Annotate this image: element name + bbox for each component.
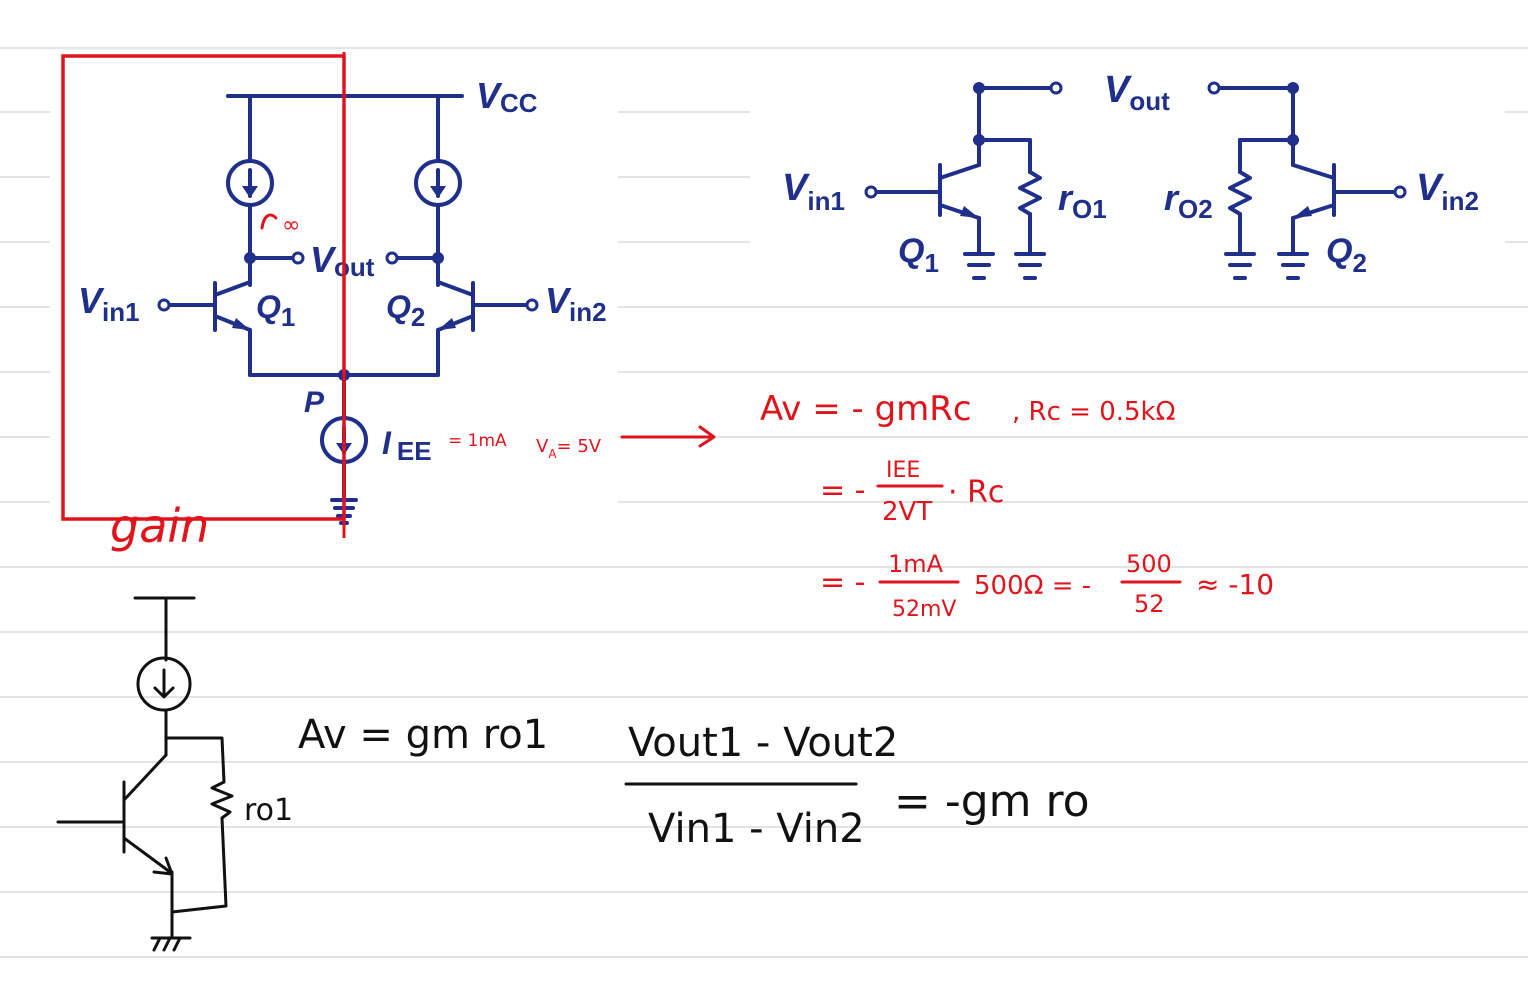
fraction-numerator: Vout1 - Vout2 xyxy=(628,720,898,766)
eq-line1-note: , Rc = 0.5kΩ xyxy=(1012,397,1175,427)
ground-icon xyxy=(1014,252,1046,280)
p-label: P xyxy=(304,386,325,419)
vin2-terminal xyxy=(525,298,539,312)
half-vin1-label: V xyxy=(782,167,810,209)
ground-icon xyxy=(150,936,192,952)
vcc-label: V xyxy=(476,75,503,116)
eq-line2-den: 2VT xyxy=(882,497,932,527)
highlight-box xyxy=(61,54,346,521)
svg-text:Q1: Q1 xyxy=(256,289,295,332)
eq-line3-den: 52mV xyxy=(892,597,956,622)
eq-line2-suffix: · Rc xyxy=(948,475,1004,510)
svg-text:Vin1: Vin1 xyxy=(78,280,140,327)
half-circuit: Vout Vin1 Vin2 rO1 rO2 Q1 Q2 xyxy=(782,69,1479,280)
hand-resistor-icon xyxy=(210,780,234,820)
half-q2-label: Q xyxy=(1326,232,1352,270)
left-current-arrow-icon xyxy=(242,186,258,198)
hand-ro1-label: ro1 xyxy=(244,793,293,828)
ro1-label: r xyxy=(1058,177,1074,218)
ground-icon xyxy=(1224,252,1256,280)
vin1-label: V xyxy=(78,280,105,321)
fraction-denominator: Vin1 - Vin2 xyxy=(648,806,865,852)
av-equation: Av = gm ro1 xyxy=(298,712,548,758)
vin1-terminal xyxy=(157,298,171,312)
q2-emitter-arrow-icon xyxy=(438,318,456,330)
half-vout-terminal-right xyxy=(1207,81,1221,95)
q2-label: Q xyxy=(386,289,411,325)
svg-text:rO2: rO2 xyxy=(1164,177,1213,224)
svg-text:Vout: Vout xyxy=(310,239,375,282)
gain-label: gain xyxy=(110,499,209,553)
svg-text:VA= 5V: VA= 5V xyxy=(536,436,602,461)
iee-label: I xyxy=(382,425,392,461)
eq-line2-prefix: = - xyxy=(820,473,866,508)
svg-text:IEE: IEE xyxy=(382,425,432,466)
svg-text:Vout: Vout xyxy=(1104,69,1170,116)
fraction-result: = -gm ro xyxy=(894,776,1090,827)
hand-current-source-icon xyxy=(136,656,192,712)
svg-text:rO1: rO1 xyxy=(1058,177,1107,224)
half-vin2-label: V xyxy=(1416,167,1444,209)
eq-line3-prefix: = - xyxy=(820,565,866,600)
hand-drawn-circuit: ro1 xyxy=(56,596,293,952)
half-vout-label: V xyxy=(1104,69,1132,111)
va-label: V xyxy=(536,436,549,457)
eq-line1: Av = - gmRc xyxy=(760,389,972,429)
red-annotations: ∞ = 1mA VA= 5V gain xyxy=(61,52,716,553)
infinity-arrow-icon xyxy=(260,213,278,230)
bottom-equations: Av = gm ro1 Vout1 - Vout2 Vin1 - Vin2 = … xyxy=(298,712,1090,852)
arrow-head-icon xyxy=(698,425,716,448)
gain-equations: Av = - gmRc , Rc = 0.5kΩ = - IEE 2VT · R… xyxy=(760,389,1274,622)
eq-line3-num2: 500 xyxy=(1126,550,1172,578)
vout-terminal-left xyxy=(291,251,305,265)
q1-emitter-arrow-icon xyxy=(232,318,250,330)
eq-line2-num: IEE xyxy=(886,458,920,483)
eq-line3-result: ≈ -10 xyxy=(1196,568,1274,601)
svg-text:Vin2: Vin2 xyxy=(545,280,607,327)
svg-text:Q2: Q2 xyxy=(386,289,425,332)
eq-line3-mid: 500Ω = - xyxy=(974,571,1091,601)
ro1-resistor-icon xyxy=(1018,170,1042,216)
eq-line3-num: 1mA xyxy=(888,550,944,578)
ro2-label: r xyxy=(1164,177,1180,218)
svg-text:VCC: VCC xyxy=(476,75,538,118)
half-vin1-terminal xyxy=(864,185,878,199)
q1-label: Q xyxy=(256,289,281,325)
half-vout-terminal-left xyxy=(1049,81,1063,95)
ro2-resistor-icon xyxy=(1228,170,1252,216)
iee-value: = 1mA xyxy=(448,431,507,451)
right-current-arrow-icon xyxy=(430,186,446,198)
infinity-label: ∞ xyxy=(282,213,300,238)
vin2-label: V xyxy=(545,280,572,321)
svg-text:Vin2: Vin2 xyxy=(1416,167,1479,216)
svg-text:Q2: Q2 xyxy=(1326,232,1367,278)
vout-terminal-right xyxy=(385,251,399,265)
svg-text:Vin1: Vin1 xyxy=(782,167,845,216)
half-q1-label: Q xyxy=(898,232,924,270)
vout-label: V xyxy=(310,239,337,280)
svg-text:Q1: Q1 xyxy=(898,232,939,278)
ruled-lines xyxy=(0,47,1528,958)
ground-icon xyxy=(963,252,995,280)
half-vin2-terminal xyxy=(1393,185,1407,199)
ground-icon xyxy=(1277,252,1309,280)
eq-line3-den2: 52 xyxy=(1134,590,1165,618)
